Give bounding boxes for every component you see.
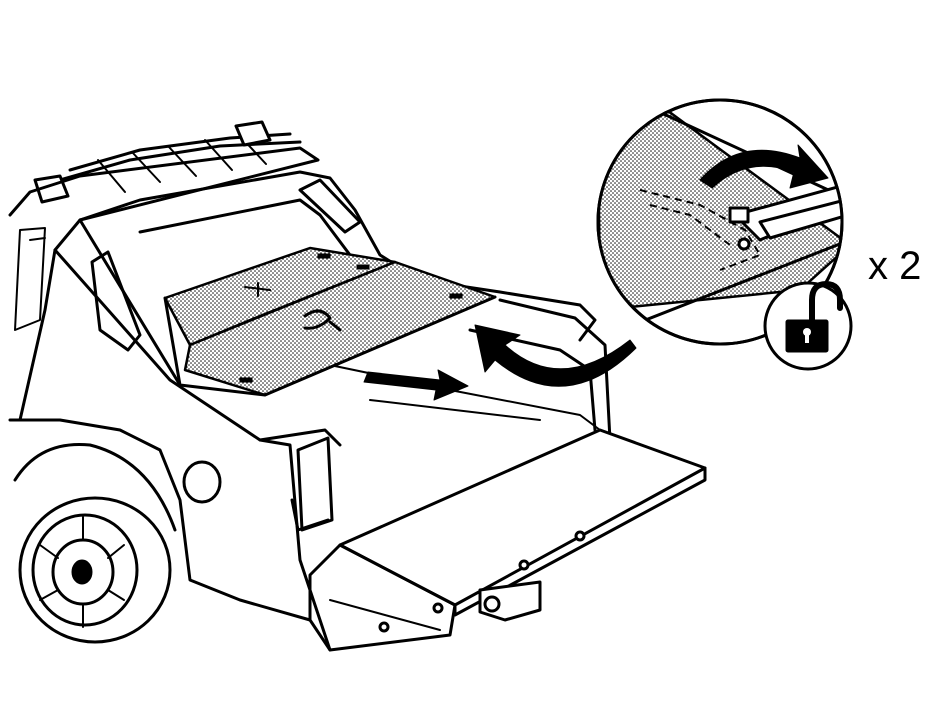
side-window xyxy=(90,250,142,352)
latch-detail-callout xyxy=(596,98,844,346)
truck-body xyxy=(8,120,707,652)
roof-rack-rails xyxy=(33,120,302,204)
cover-latch-marks xyxy=(239,253,463,383)
straight-arrow-icon xyxy=(363,369,469,401)
quantity-label: x 2 xyxy=(868,244,922,288)
rear-wheel xyxy=(18,496,172,644)
cab-outline xyxy=(8,146,320,422)
latch-rotation-arrow-icon xyxy=(699,144,829,189)
cargo-cover xyxy=(163,246,497,397)
tail-light xyxy=(296,436,334,532)
unlocked-padlock-icon xyxy=(763,281,853,371)
fuel-door xyxy=(182,460,222,504)
curved-arrow-icon xyxy=(474,324,637,387)
